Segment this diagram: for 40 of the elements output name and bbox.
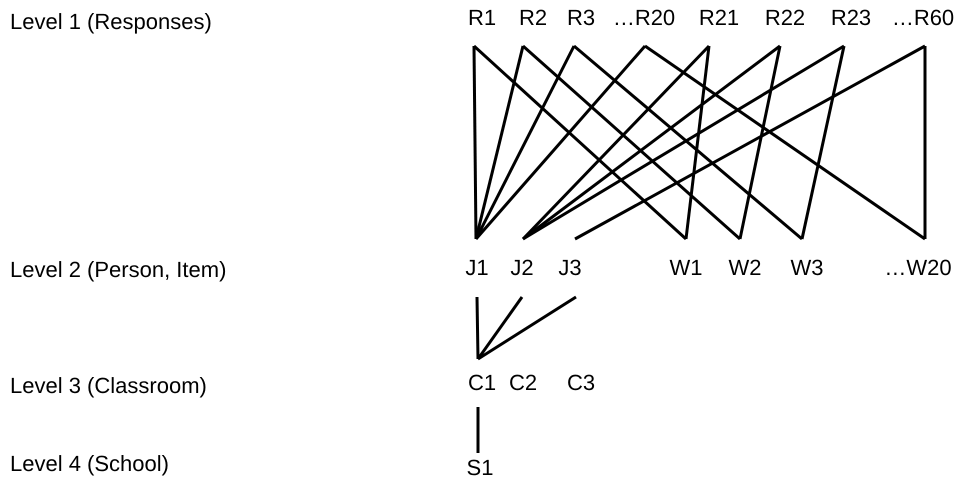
node-label: W3 <box>790 255 824 281</box>
node-label: …W20 <box>884 255 952 281</box>
connector-line <box>738 46 782 240</box>
node-label: R2 <box>518 5 548 31</box>
node-label: C2 <box>508 370 538 396</box>
node-label: W1 <box>670 255 702 281</box>
node-label: R1 <box>468 5 496 31</box>
connector-line <box>474 45 576 240</box>
connector-line <box>474 46 524 240</box>
connector-line <box>474 45 646 240</box>
level-label: Level 4 (School) <box>10 451 169 477</box>
connector-line <box>522 44 845 240</box>
node-label: S1 <box>466 455 494 481</box>
level-label: Level 1 (Responses) <box>10 9 212 35</box>
connector-line <box>472 46 478 240</box>
connector-line <box>476 296 480 360</box>
node-label: C3 <box>566 370 596 396</box>
node-label: …R20 <box>612 5 676 31</box>
node-label: R3 <box>566 5 596 31</box>
node-label: C1 <box>468 370 496 396</box>
connector-line <box>684 46 710 240</box>
node-label: R23 <box>830 5 872 31</box>
connector-line <box>644 44 926 240</box>
connector-line <box>573 44 803 240</box>
connector-line <box>476 407 480 453</box>
connector-line <box>473 44 687 240</box>
connector-line <box>477 296 577 360</box>
level-label: Level 2 (Person, Item) <box>10 257 226 283</box>
node-label: …R60 <box>892 5 954 31</box>
connector-line <box>476 296 524 360</box>
connector-line <box>924 46 926 239</box>
node-label: R22 <box>764 5 806 31</box>
connector-line <box>574 44 926 240</box>
connector-line <box>800 46 846 240</box>
node-label: J2 <box>510 255 534 281</box>
node-label: W2 <box>728 255 762 281</box>
level-label: Level 3 (Classroom) <box>10 373 207 399</box>
node-label: J3 <box>558 255 582 281</box>
node-label: J1 <box>465 255 489 281</box>
node-label: R21 <box>698 5 740 31</box>
